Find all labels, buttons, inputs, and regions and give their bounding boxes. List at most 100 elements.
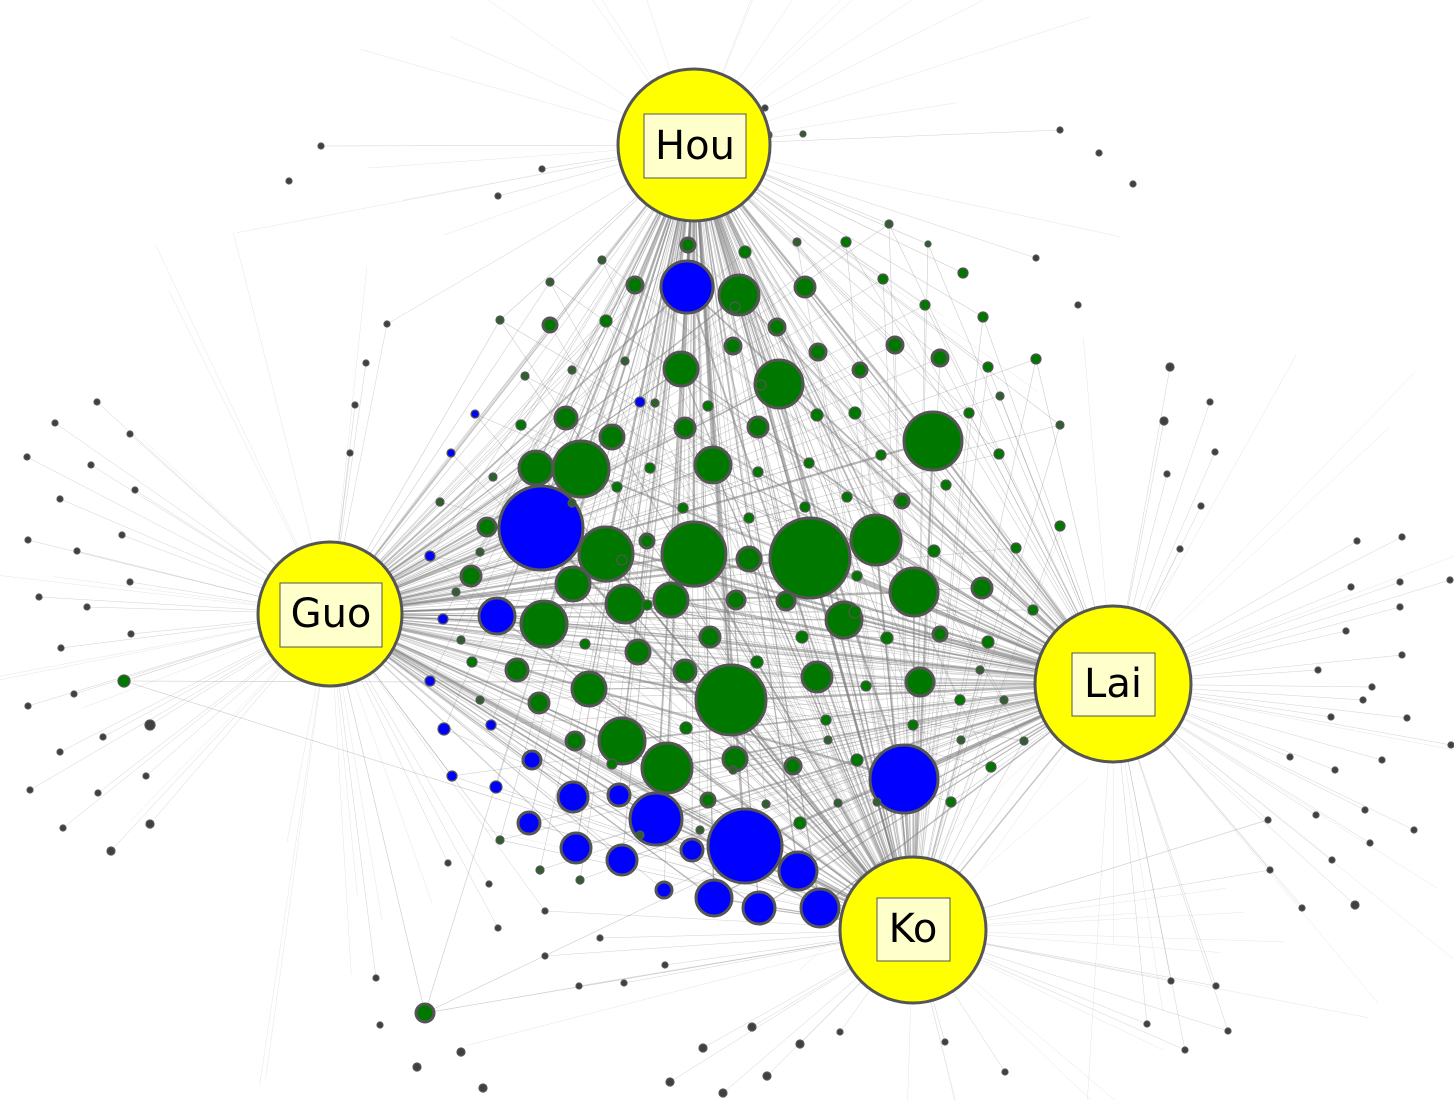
green-node[interactable] xyxy=(738,245,752,259)
peripheral-node[interactable] xyxy=(1176,545,1184,553)
green-node[interactable] xyxy=(567,498,577,508)
green-node[interactable] xyxy=(848,406,862,420)
green-node[interactable] xyxy=(963,407,975,419)
blue-node[interactable] xyxy=(706,807,784,885)
green-node[interactable] xyxy=(735,545,763,573)
blue-node[interactable] xyxy=(679,837,705,863)
peripheral-node[interactable] xyxy=(541,952,549,960)
green-node[interactable] xyxy=(677,502,689,514)
green-node[interactable] xyxy=(616,554,628,566)
green-node[interactable] xyxy=(775,590,797,612)
peripheral-node[interactable] xyxy=(1264,816,1272,824)
blue-node[interactable] xyxy=(521,749,543,771)
green-node[interactable] xyxy=(729,301,741,313)
peripheral-node[interactable] xyxy=(1361,806,1369,814)
green-node[interactable] xyxy=(800,660,834,694)
peripheral-node[interactable] xyxy=(142,772,150,780)
blue-node[interactable] xyxy=(741,890,777,926)
green-node[interactable] xyxy=(850,753,864,767)
blue-node[interactable] xyxy=(437,722,451,736)
peripheral-node[interactable] xyxy=(941,1038,949,1046)
green-node[interactable] xyxy=(604,583,646,625)
green-node[interactable] xyxy=(575,875,585,885)
peripheral-node[interactable] xyxy=(1342,627,1350,635)
green-node[interactable] xyxy=(577,525,635,583)
green-node[interactable] xyxy=(982,361,994,373)
peripheral-node[interactable] xyxy=(1206,398,1214,406)
green-node[interactable] xyxy=(884,219,894,229)
blue-node[interactable] xyxy=(694,878,734,918)
green-node[interactable] xyxy=(624,638,652,666)
peripheral-node[interactable] xyxy=(346,449,354,457)
green-node[interactable] xyxy=(435,497,445,507)
green-node[interactable] xyxy=(606,758,618,770)
peripheral-node[interactable] xyxy=(1396,578,1404,586)
green-node[interactable] xyxy=(451,587,461,597)
peripheral-node[interactable] xyxy=(1410,826,1418,834)
green-node[interactable] xyxy=(520,371,530,381)
green-node[interactable] xyxy=(761,799,771,809)
green-node[interactable] xyxy=(644,462,656,474)
peripheral-node[interactable] xyxy=(596,934,604,942)
green-node[interactable] xyxy=(517,449,555,487)
peripheral-node[interactable] xyxy=(383,320,391,328)
green-node[interactable] xyxy=(679,236,697,254)
green-node[interactable] xyxy=(849,513,903,567)
green-node[interactable] xyxy=(694,663,768,737)
green-node[interactable] xyxy=(753,358,805,410)
green-node[interactable] xyxy=(475,547,485,557)
green-node[interactable] xyxy=(954,694,966,706)
green-node[interactable] xyxy=(750,655,764,669)
green-node[interactable] xyxy=(931,625,949,643)
green-node[interactable] xyxy=(820,714,832,726)
green-node[interactable] xyxy=(975,665,985,675)
peripheral-node[interactable] xyxy=(1403,714,1411,722)
green-node[interactable] xyxy=(783,756,803,776)
green-node[interactable] xyxy=(743,512,755,524)
peripheral-node[interactable] xyxy=(1167,977,1175,985)
green-node[interactable] xyxy=(752,466,764,478)
green-node[interactable] xyxy=(695,825,705,835)
green-node[interactable] xyxy=(927,544,941,558)
peripheral-node[interactable] xyxy=(1197,502,1205,510)
green-node[interactable] xyxy=(795,630,809,644)
green-node[interactable] xyxy=(907,719,919,731)
green-node[interactable] xyxy=(755,379,767,391)
peripheral-node[interactable] xyxy=(485,880,493,888)
green-node[interactable] xyxy=(977,311,989,323)
green-node[interactable] xyxy=(662,350,700,388)
blue-node[interactable] xyxy=(799,887,841,929)
peripheral-node[interactable] xyxy=(1328,856,1336,864)
peripheral-node[interactable] xyxy=(1359,696,1367,704)
peripheral-node[interactable] xyxy=(56,748,64,756)
blue-node[interactable] xyxy=(489,780,503,794)
green-node[interactable] xyxy=(728,765,738,775)
green-node[interactable] xyxy=(945,796,957,808)
peripheral-node[interactable] xyxy=(412,1062,422,1072)
green-node[interactable] xyxy=(650,398,660,408)
peripheral-node[interactable] xyxy=(1398,651,1406,659)
peripheral-node[interactable] xyxy=(538,165,546,173)
green-node[interactable] xyxy=(902,410,964,472)
green-node[interactable] xyxy=(515,419,527,431)
peripheral-node[interactable] xyxy=(661,961,669,969)
green-node[interactable] xyxy=(919,299,931,311)
green-node[interactable] xyxy=(620,356,630,366)
green-node[interactable] xyxy=(495,315,505,325)
green-node[interactable] xyxy=(833,798,843,808)
peripheral-node[interactable] xyxy=(94,789,102,797)
green-node[interactable] xyxy=(793,275,817,299)
green-node[interactable] xyxy=(799,130,807,138)
peripheral-node[interactable] xyxy=(372,974,380,982)
green-node[interactable] xyxy=(930,348,950,368)
green-node[interactable] xyxy=(570,670,608,708)
peripheral-node[interactable] xyxy=(1266,866,1274,874)
peripheral-node[interactable] xyxy=(762,1071,772,1081)
peripheral-node[interactable] xyxy=(26,786,34,794)
peripheral-node[interactable] xyxy=(87,461,95,469)
green-node[interactable] xyxy=(519,599,569,649)
green-node[interactable] xyxy=(841,491,853,503)
peripheral-node[interactable] xyxy=(106,846,116,856)
green-node[interactable] xyxy=(860,680,872,692)
peripheral-node[interactable] xyxy=(1350,900,1360,910)
